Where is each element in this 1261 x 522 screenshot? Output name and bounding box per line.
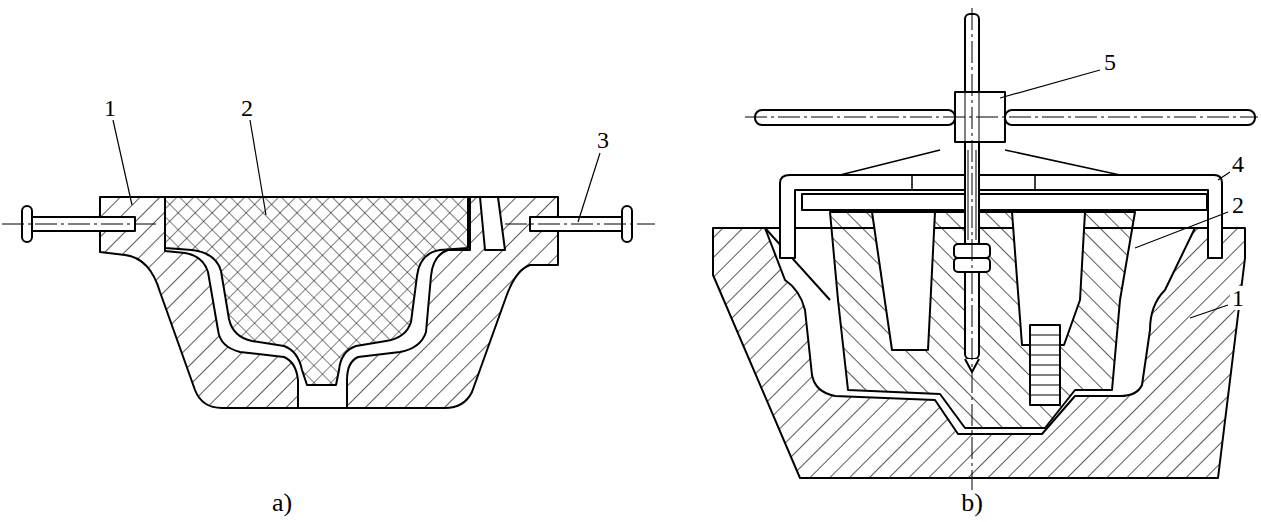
callout-number: 2 — [1230, 193, 1246, 217]
callout-number: 3 — [595, 128, 611, 152]
figure-label: a) — [270, 490, 294, 516]
leader-lines — [113, 70, 1230, 318]
center-line — [745, 117, 1258, 118]
center-line — [972, 8, 973, 495]
figure-a — [22, 197, 632, 408]
callout-number: 5 — [1102, 50, 1118, 74]
center-line — [2, 224, 160, 225]
callout-number: 2 — [239, 96, 255, 120]
center-line — [505, 224, 655, 225]
callout-number: 1 — [1230, 286, 1246, 310]
figure-b — [713, 14, 1255, 478]
callout-number: 1 — [102, 96, 118, 120]
figure-label: b) — [959, 490, 985, 516]
callout-number: 4 — [1230, 152, 1246, 176]
